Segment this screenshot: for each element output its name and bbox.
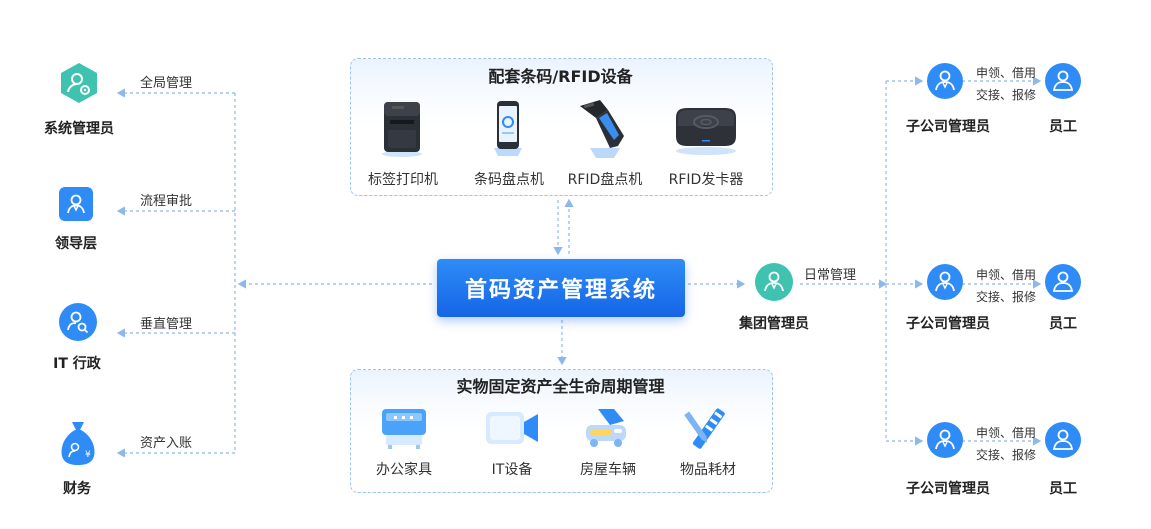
employee-icon bbox=[1045, 422, 1081, 458]
role-label-group-manager: 集团管理员 bbox=[739, 316, 809, 332]
svg-text:¥: ¥ bbox=[85, 450, 91, 460]
office-furniture-icon bbox=[382, 409, 426, 449]
it-admin-node bbox=[58, 302, 98, 342]
lifecycle-panel-title: 实物固定资产全生命周期管理 bbox=[456, 377, 665, 396]
rfid-card-reader bbox=[670, 104, 742, 156]
subsidiary-manager-icon bbox=[927, 63, 963, 99]
line-label-vertical-management: 垂直管理 bbox=[140, 317, 193, 332]
line-label-daily-management: 日常管理 bbox=[804, 268, 857, 283]
employee-node-1 bbox=[1044, 62, 1082, 100]
role-label-subsidiary-manager-3: 子公司管理员 bbox=[906, 481, 990, 497]
label-printer bbox=[376, 98, 428, 158]
role-label-subsidiary-manager-2: 子公司管理员 bbox=[906, 316, 990, 332]
role-label-employee-1: 员工 bbox=[1049, 119, 1077, 135]
rfid-card-reader-icon bbox=[676, 108, 736, 155]
money-bag-icon: ¥ bbox=[61, 422, 95, 465]
leader-node bbox=[58, 186, 94, 222]
leader-icon bbox=[59, 187, 93, 221]
center-system-box: 首码资产管理系统 bbox=[437, 259, 685, 317]
line-label-asset-booking: 资产入账 bbox=[140, 436, 193, 451]
employee-node-3 bbox=[1044, 421, 1082, 459]
role-label-leader: 领导层 bbox=[55, 236, 97, 252]
it-camera-icon bbox=[486, 412, 538, 444]
device-label-rfid-handheld: RFID盘点机 bbox=[567, 172, 643, 188]
label-printer-icon bbox=[382, 102, 422, 157]
role-label-subsidiary-manager-1: 子公司管理员 bbox=[906, 119, 990, 135]
finance-node: ¥ bbox=[58, 420, 98, 466]
house-vehicle bbox=[580, 405, 632, 451]
consumables bbox=[684, 404, 732, 452]
device-label-printer: 标签打印机 bbox=[368, 172, 438, 188]
house-car-icon bbox=[586, 409, 626, 447]
it-equipment bbox=[484, 408, 540, 450]
office-furniture bbox=[378, 405, 430, 451]
subsidiary-note-line2-1: 交接、报修 bbox=[976, 88, 1037, 102]
subsidiary-manager-node-3 bbox=[926, 421, 964, 459]
barcode-scanner-phone-icon bbox=[494, 101, 522, 156]
asset-label-house-vehicle: 房屋车辆 bbox=[580, 462, 636, 478]
role-label-system-admin: 系统管理员 bbox=[44, 121, 114, 137]
line-label-global-management: 全局管理 bbox=[140, 76, 193, 91]
barcode-scanner bbox=[488, 98, 528, 158]
system-admin-node bbox=[58, 62, 100, 104]
employee-icon bbox=[1045, 63, 1081, 99]
asset-label-consumables: 物品耗材 bbox=[680, 462, 736, 478]
role-label-finance: 财务 bbox=[63, 481, 91, 497]
devices-panel-title: 配套条码/RFID设备 bbox=[488, 67, 633, 86]
subsidiary-manager-node-2 bbox=[926, 263, 964, 301]
role-label-it-admin: IT 行政 bbox=[53, 356, 101, 372]
admin-gear-icon bbox=[61, 63, 97, 103]
asset-label-office-furniture: 办公家具 bbox=[376, 462, 432, 478]
subsidiary-manager-icon bbox=[927, 264, 963, 300]
subsidiary-note-line2-3: 交接、报修 bbox=[976, 448, 1037, 462]
employee-icon bbox=[1045, 264, 1081, 300]
employee-node-2 bbox=[1044, 263, 1082, 301]
subsidiary-note-line1-2: 申领、借用 bbox=[976, 268, 1037, 282]
role-label-employee-2: 员工 bbox=[1049, 316, 1077, 332]
subsidiary-note-line2-2: 交接、报修 bbox=[976, 290, 1037, 304]
line-label-process-approval: 流程审批 bbox=[140, 194, 193, 209]
consumables-tools-icon bbox=[684, 408, 725, 449]
subsidiary-note-line1-1: 申领、借用 bbox=[976, 66, 1037, 80]
it-search-icon bbox=[59, 303, 97, 341]
rfid-handheld-icon bbox=[580, 100, 624, 158]
group-manager-node bbox=[754, 262, 794, 302]
device-label-rfid-card-reader: RFID发卡器 bbox=[668, 172, 744, 188]
device-label-barcode-scanner: 条码盘点机 bbox=[474, 172, 544, 188]
subsidiary-manager-icon bbox=[927, 422, 963, 458]
asset-label-it-equipment: IT设备 bbox=[491, 462, 533, 478]
rfid-handheld bbox=[574, 96, 630, 160]
role-label-employee-3: 员工 bbox=[1049, 481, 1077, 497]
group-manager-icon bbox=[755, 263, 793, 301]
subsidiary-manager-node-1 bbox=[926, 62, 964, 100]
subsidiary-note-line1-3: 申领、借用 bbox=[976, 426, 1037, 440]
